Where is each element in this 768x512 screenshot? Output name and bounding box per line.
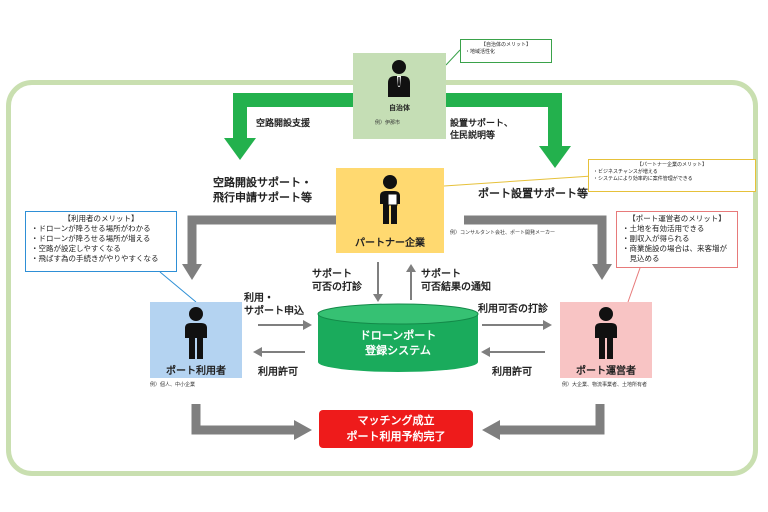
matching-box: マッチング成立 ポート利用予約完了 [319,410,473,448]
flow-airway-apply-line1: 空路開設サポート・ [213,176,312,189]
person-with-document-icon [380,175,400,224]
partner-label: パートナー企業 [355,238,425,249]
operator-merit-item: ・商業施設の場合は、来客増が [622,244,727,253]
user-merit-item: ・ドローンが降ろせる場所がわかる [31,224,151,233]
partner-box: パートナー企業 [336,168,444,253]
arrow-user-to-system-head [303,320,312,330]
user-merit-item: ・空路が設定しやすくなる [31,244,121,253]
gray-arrow-partner-user [187,215,336,266]
operator-merit-item: ・副収入が得られる [622,234,690,243]
user-merit-callout: 【利用者のメリット】 ・ドローンが降ろせる場所がわかる ・ドローンが降ろせる場所… [25,211,177,272]
flow-install-support: 設置サポート、 住民説明等 [450,118,513,142]
operator-box: ポート運営者 [560,302,652,378]
arrow-up-to-partner-head [406,264,416,272]
flow-use-apply-line2: サポート申込 [244,306,304,317]
flow-support-result-line2: 可否結果の通知 [421,282,491,293]
connector-user-merit [159,271,197,303]
person-icon [595,307,617,359]
partner-merit-title: 【パートナー企業のメリット】 [636,162,707,168]
operator-example: 例）大企業、物流事業者、土地所有者 [562,382,648,388]
green-arrow-right [445,93,562,148]
municipality-label: 自治体 [389,104,410,112]
flow-install-support-line2: 住民説明等 [450,131,496,141]
gray-arrow-operator-matching-head [482,420,500,440]
flow-support-check: サポート 可否の打診 [312,268,362,294]
connector-partner-merit [443,175,593,187]
gray-arrow-user-matching [191,404,296,435]
arrow-system-to-operator-head [543,320,552,330]
flow-use-apply-line1: 利用・ [244,293,274,304]
operator-label: ポート運営者 [576,366,636,377]
gray-arrow-partner-operator-head [592,264,612,280]
flow-use-apply: 利用・ サポート申込 [244,292,304,318]
green-arrow-left-head [224,138,256,160]
partner-merit-item: ・システムにより効率的に案件管理ができる [593,176,693,182]
municipality-box: 自治体 例）伊那市 [353,53,446,139]
green-arrow-right-head [539,146,571,168]
municipality-merit-title: 【自治体のメリット】 [480,42,531,48]
partner-merit-callout: 【パートナー企業のメリット】 ・ビジネスチャンスが増える ・システムにより効率的… [588,159,756,192]
flow-install-support-line1: 設置サポート、 [450,119,513,129]
connector-operator-merit [627,267,641,303]
gray-arrow-partner-operator [464,215,607,266]
system-label: ドローンポート 登録システム [318,328,478,358]
municipality-merit-item: ・地域活性化 [465,49,496,55]
flow-port-install: ポート設置サポート等 [478,187,588,200]
flow-support-check-line1: サポート [312,269,352,280]
green-arrow-left [233,93,353,140]
flow-airway-support: 空路開設支援 [256,119,311,129]
municipality-example: 例）伊那市 [375,120,401,126]
flow-use-permit-right: 利用許可 [492,367,532,378]
partner-example: 例）コンサルタント会社、ポート開発メーカー [450,230,556,236]
cylinder-database-icon [317,303,479,372]
matching-line2: ポート利用予約完了 [346,430,446,443]
flow-use-permit-left: 利用許可 [258,367,298,378]
user-merit-item: ・飛ばす為の手続きがやりやすくなる [31,254,159,263]
operator-merit-callout: 【ポート運営者のメリット】 ・土地を有効活用できる ・副収入が得られる ・商業施… [616,211,738,268]
user-merit-title: 【利用者のメリット】 [63,214,139,223]
arrow-system-to-user-head [253,347,262,357]
gray-arrow-operator-matching [498,404,605,435]
flow-use-check: 利用可否の打診 [478,304,548,315]
gray-arrow-user-matching-head [294,420,312,440]
flow-airway-apply-line2: 飛行申請サポート等 [213,191,312,204]
suited-person-icon [388,60,410,97]
partner-merit-item: ・ビジネスチャンスが増える [593,169,658,175]
connector-municipality-merit [445,49,461,66]
system-label-line2: 登録システム [365,344,431,357]
system-label-line1: ドローンポート [359,329,437,342]
user-merit-item: ・ドローンが降ろせる場所が増える [31,234,151,243]
flow-airway-apply: 空路開設サポート・ 飛行申請サポート等 [213,175,312,205]
matching-line1: マッチング成立 [357,414,435,427]
arrow-down-to-system-head [373,294,383,302]
user-label: ポート利用者 [166,366,226,377]
flow-support-check-line2: 可否の打診 [312,282,362,293]
flow-support-result-line1: サポート [421,269,461,280]
person-icon [185,307,207,359]
flow-support-result: サポート 可否結果の通知 [421,268,491,294]
operator-merit-item: ・土地を有効活用できる [622,224,705,233]
arrow-operator-to-system-head [481,347,490,357]
gray-arrow-partner-user-head [182,264,202,280]
operator-merit-title: 【ポート運営者のメリット】 [628,214,726,223]
user-box: ポート利用者 [150,302,242,378]
operator-merit-item: 見込める [622,254,660,263]
user-example: 例）個人、中小企業 [150,382,196,388]
municipality-merit-callout: 【自治体のメリット】 ・地域活性化 [460,39,552,63]
